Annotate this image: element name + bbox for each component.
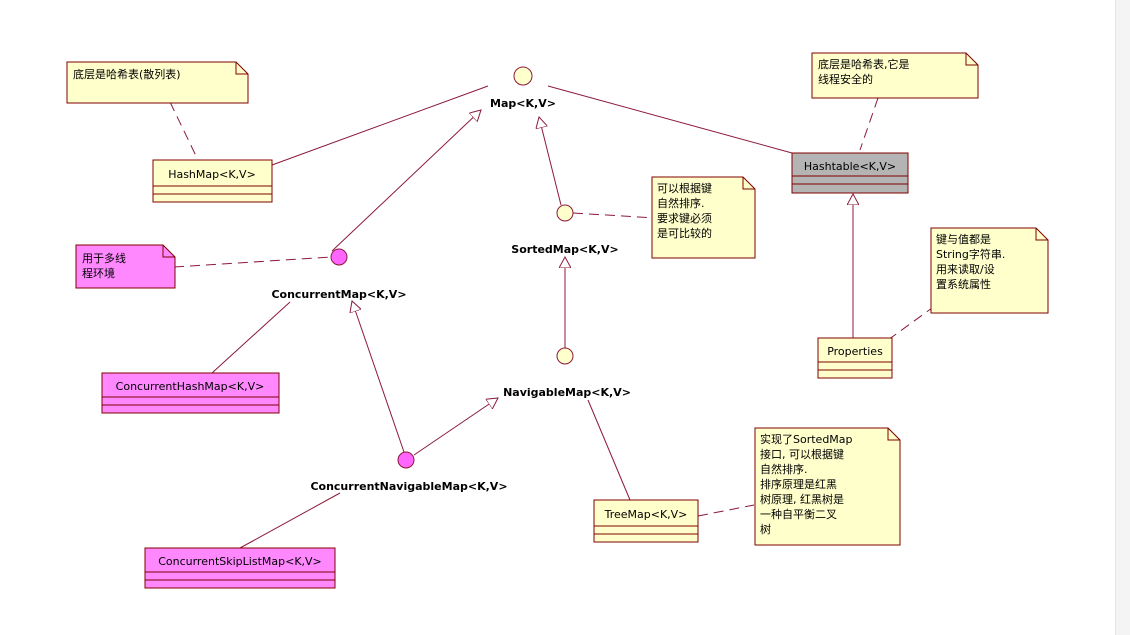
cnm-extends-navigablemap [413,398,498,456]
note-line: 是可比较的 [657,226,712,240]
interface-concurrent-map[interactable]: ConcurrentMap<K,V> [271,248,407,301]
interface-sorted-map[interactable]: SortedMap<K,V> [511,204,619,256]
svg-text:用于多线 程环境: 用于多线 程环境 [82,251,130,280]
concurrentmap-extends-map [331,110,481,252]
note-line: 一种自平衡二叉 [760,507,837,521]
svg-text:可以根据键 自然排序. 要求键必须: 可以根据键 自然排序. 要求键必须 是可比较的 [657,181,716,240]
class-concurrent-hashmap[interactable]: ConcurrentHashMap<K,V> [101,372,280,414]
svg-text:底层是哈希表(散列表): 底层是哈希表(散列表) [73,67,181,81]
sortedmap-note-anchor [572,212,657,219]
note-line: 排序原理是红黑 [760,477,837,491]
note-line: 底层是哈希表,它是 [818,57,910,71]
note-line: 自然排序. [657,196,705,210]
interface-map[interactable]: Map<K,V> [490,66,556,110]
interface-navigable-map[interactable]: NavigableMap<K,V> [503,347,631,399]
skiplist-to-cnm-link [239,492,341,549]
cnm-interface-label: ConcurrentNavigableMap<K,V> [310,480,507,493]
note-concurrent[interactable]: 用于多线 程环境 [75,244,176,289]
note-line: 底层是哈希表(散列表) [73,67,181,81]
note-line: 线程安全的 [818,72,873,86]
hashmap-to-map-link [271,85,489,166]
concurrenthashmap-to-concurrentmap-link [211,301,291,374]
class-treemap[interactable]: TreeMap<K,V> [593,499,699,543]
concurrent-skiplistmap-class-name: ConcurrentSkipListMap<K,V> [158,555,322,568]
class-properties[interactable]: Properties [817,337,893,379]
note-line: 树 [760,522,771,536]
note-hashmap[interactable]: 底层是哈希表(散列表) [66,61,249,104]
note-line: 用于多线 [82,251,126,265]
hashtable-note-anchor [859,97,879,151]
properties-note-anchor [887,307,933,341]
class-concurrent-skiplistmap[interactable]: ConcurrentSkipListMap<K,V> [144,547,336,589]
sortedmap-extends-map [539,117,562,206]
hashtable-to-map-link [547,85,793,154]
treemap-note-anchor [697,504,755,517]
vertical-scrollbar[interactable] [1115,0,1130,635]
svg-text:实现了SortedMap 接口, 可以根据键: 实现了SortedMap 接口, 可以根据键 自然排序. 排序原理是红黑 树原理… [760,432,856,536]
map-interface-label: Map<K,V> [490,97,556,110]
class-hashtable[interactable]: Hashtable<K,V> [791,152,909,194]
interface-concurrent-navigable-map[interactable]: ConcurrentNavigableMap<K,V> [310,451,508,493]
map-interface-circle [513,66,533,86]
note-sortedmap[interactable]: 可以根据键 自然排序. 要求键必须 是可比较的 [651,176,756,259]
cnm-interface-circle [397,451,415,469]
treemap-to-navigablemap-link [587,399,631,501]
class-hashmap[interactable]: HashMap<K,V> [152,159,273,203]
hashmap-note-anchor [169,101,199,161]
hashmap-class-name: HashMap<K,V> [168,168,256,181]
concurrentmap-interface-label: ConcurrentMap<K,V> [271,288,406,301]
note-line: 树原理, 红黑树是 [760,492,844,506]
properties-class-name: Properties [827,345,883,358]
cnm-extends-concurrentmap [352,301,405,453]
navigablemap-interface-label: NavigableMap<K,V> [503,386,631,399]
concurrent-hashmap-class-name: ConcurrentHashMap<K,V> [116,380,265,393]
concurrentmap-interface-circle [330,248,348,266]
svg-text:底层是哈希表,它是 线程安全的: 底层是哈希表,它是 线程安全的 [818,57,913,86]
note-line: 可以根据键 [657,181,712,195]
note-line: 接口, 可以根据键 [760,447,844,461]
sortedmap-interface-circle [556,204,574,222]
note-line: 用来读取/设 [936,262,995,276]
note-line: 程环境 [82,266,115,280]
note-line: 实现了SortedMap [760,432,853,446]
note-line: 置系统属性 [936,277,991,291]
note-hashtable[interactable]: 底层是哈希表,它是 线程安全的 [811,52,979,99]
relationships [211,85,853,549]
navigablemap-interface-circle [556,347,574,365]
svg-text:键与值都是 String字符串. 用: 键与值都是 String字符串. 用来读取/设 置系统属性 [936,232,1009,291]
note-properties[interactable]: 键与值都是 String字符串. 用来读取/设 置系统属性 [930,227,1049,314]
note-line: 要求键必须 [657,211,712,225]
concurrent-note-anchor [173,256,333,268]
note-line: String字符串. [936,247,1005,261]
note-line: 自然排序. [760,462,808,476]
treemap-class-name: TreeMap<K,V> [604,508,688,521]
sortedmap-interface-label: SortedMap<K,V> [511,243,618,256]
note-treemap[interactable]: 实现了SortedMap 接口, 可以根据键 自然排序. 排序原理是红黑 树原理… [754,427,901,546]
hashtable-class-name: Hashtable<K,V> [804,160,896,173]
note-line: 键与值都是 [936,232,991,246]
note-anchors [169,97,933,517]
